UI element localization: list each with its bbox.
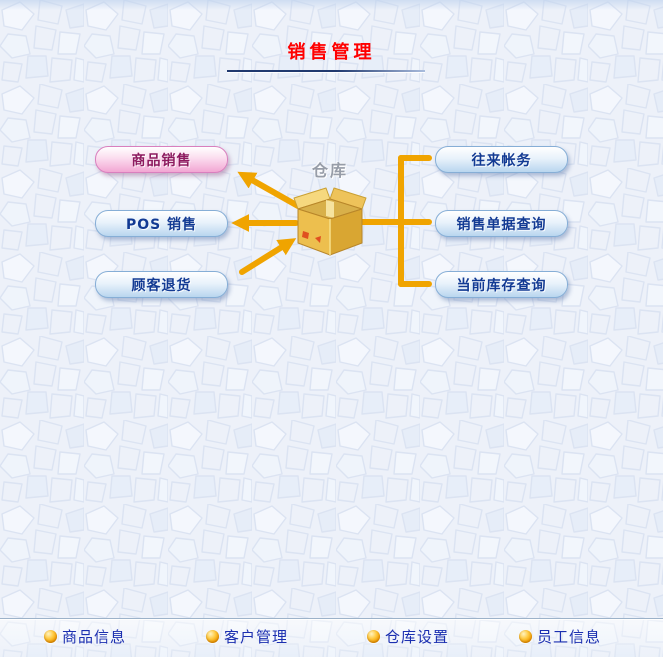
orange-sphere-icon <box>206 630 219 643</box>
warehouse-label: 仓库 <box>311 161 348 180</box>
bottom-menu-item-employee-info[interactable]: 员工信息 <box>519 626 601 647</box>
button-current-accounts[interactable]: 往来帐务 <box>435 146 568 173</box>
page-title: 销售管理 <box>287 42 376 63</box>
title-underline <box>227 70 425 72</box>
bottom-menu-label-product-info: 商品信息 <box>62 628 127 646</box>
bottom-menu-item-warehouse-settings[interactable]: 仓库设置 <box>367 626 449 647</box>
button-customer-returns-label: 顾客退货 <box>131 277 192 294</box>
top-fade-strip <box>0 0 663 10</box>
button-current-stock-query[interactable]: 当前库存查询 <box>435 271 568 298</box>
bottom-menu-label-customer-management: 客户管理 <box>224 628 289 646</box>
button-current-stock-query-label: 当前库存查询 <box>456 277 547 294</box>
bottom-menu-label-warehouse-settings: 仓库设置 <box>385 628 450 646</box>
button-product-sales-label: 商品销售 <box>131 152 192 169</box>
button-sales-document-query[interactable]: 销售单据查询 <box>435 210 568 237</box>
bottom-menu-bar: 商品信息 客户管理 仓库设置 员工信息 <box>0 618 663 657</box>
button-pos-sales[interactable]: POS 销售 <box>95 210 228 237</box>
button-sales-document-query-label: 销售单据查询 <box>456 216 547 233</box>
bottom-menu-label-employee-info: 员工信息 <box>537 628 602 646</box>
button-product-sales[interactable]: 商品销售 <box>95 146 228 173</box>
button-customer-returns[interactable]: 顾客退货 <box>95 271 228 298</box>
bottom-menu-item-customer-management[interactable]: 客户管理 <box>206 626 288 647</box>
bottom-menu-item-product-info[interactable]: 商品信息 <box>44 626 126 647</box>
orange-sphere-icon <box>519 630 532 643</box>
orange-sphere-icon <box>44 630 57 643</box>
button-pos-sales-label: POS 销售 <box>125 216 198 233</box>
button-current-accounts-label: 往来帐务 <box>471 152 532 169</box>
orange-sphere-icon <box>367 630 380 643</box>
